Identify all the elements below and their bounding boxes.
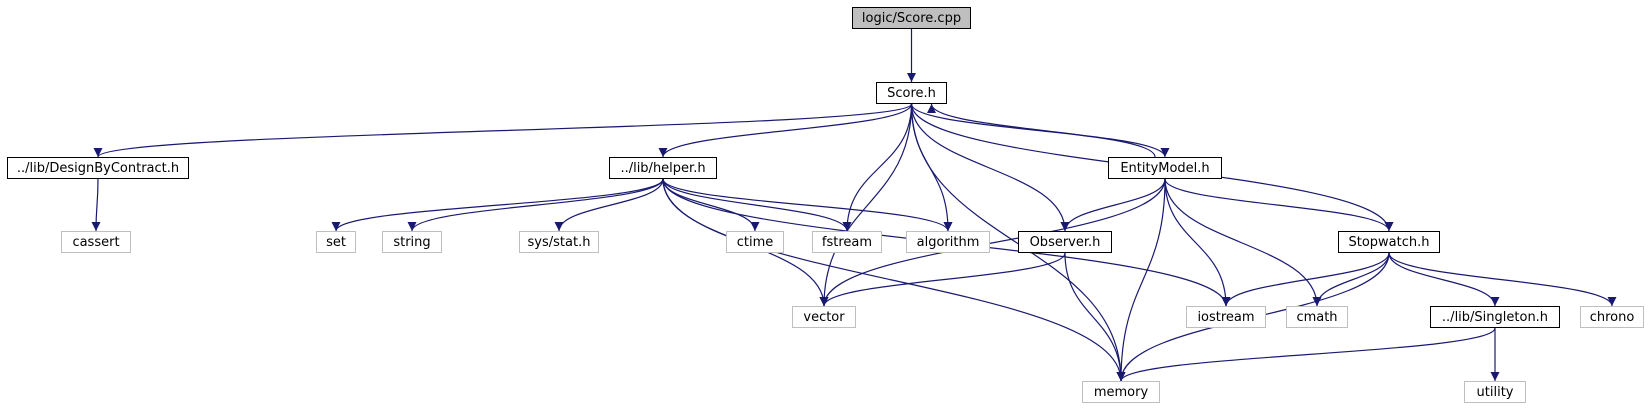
edge-helper-to-ctime bbox=[662, 178, 760, 232]
edge-singleton-to-memory bbox=[1116, 327, 1496, 382]
edge-entity-to-observer bbox=[1060, 178, 1166, 232]
edge-entity-to-memory bbox=[1116, 178, 1166, 382]
edge-score_h-to-helper bbox=[658, 103, 913, 158]
node-chrono: chrono bbox=[1580, 306, 1644, 328]
edge-helper-to-algorithm bbox=[662, 178, 953, 232]
node-helper-h[interactable]: ../lib/helper.h bbox=[609, 157, 717, 179]
edge-entity-to-vector bbox=[819, 178, 1166, 307]
node-utility: utility bbox=[1464, 381, 1526, 403]
node-set: set bbox=[316, 231, 356, 253]
node-cassert: cassert bbox=[61, 231, 131, 253]
edge-stopwatch-to-chrono bbox=[1388, 252, 1617, 307]
node-fstream: fstream bbox=[812, 231, 882, 253]
node-algorithm: algorithm bbox=[906, 231, 990, 253]
edge-score_h-to-memory bbox=[910, 103, 1126, 382]
edge-helper-to-memory bbox=[662, 178, 1126, 382]
node-score-h[interactable]: Score.h bbox=[876, 82, 947, 104]
edge-score_h-to-design bbox=[93, 103, 913, 158]
edge-helper-to-set bbox=[331, 178, 664, 232]
node-stopwatch-h[interactable]: Stopwatch.h bbox=[1338, 231, 1440, 253]
node-entity-model-h[interactable]: EntityModel.h bbox=[1108, 157, 1222, 179]
edge-score_h-to-fstream bbox=[842, 103, 913, 232]
edge-entity-to-stopwatch bbox=[1164, 178, 1394, 232]
node-iostream: iostream bbox=[1186, 306, 1266, 328]
edge-score_h-to-vector bbox=[819, 103, 913, 307]
node-score-cpp: logic/Score.cpp bbox=[852, 7, 971, 29]
edge-stopwatch-to-iostream bbox=[1221, 252, 1390, 307]
node-ctime: ctime bbox=[726, 231, 784, 253]
edge-observer-to-memory bbox=[1064, 252, 1126, 382]
edge-score_h-to-observer bbox=[910, 103, 1070, 232]
edge-stopwatch-to-singleton bbox=[1388, 252, 1500, 307]
edge-stopwatch-to-cmath bbox=[1312, 252, 1390, 307]
edge-helper-to-string bbox=[407, 178, 664, 232]
node-vector: vector bbox=[792, 306, 856, 328]
edge-design-to-cassert bbox=[91, 178, 101, 232]
edge-entity-to-cmath bbox=[1164, 178, 1322, 307]
node-string: string bbox=[382, 231, 442, 253]
node-cmath: cmath bbox=[1286, 306, 1348, 328]
node-memory: memory bbox=[1082, 381, 1160, 403]
edge-helper-to-fstream bbox=[662, 178, 852, 232]
edge-entity-to-iostream bbox=[1164, 178, 1231, 307]
edge-entity-to-score_h bbox=[927, 103, 1156, 158]
node-design-by-contract-h[interactable]: ../lib/DesignByContract.h bbox=[7, 157, 189, 179]
node-sys-stat-h: sys/stat.h bbox=[519, 231, 599, 253]
edge-observer-to-vector bbox=[819, 252, 1066, 307]
node-singleton-h[interactable]: ../lib/Singleton.h bbox=[1430, 306, 1560, 328]
edge-helper-to-sysstat bbox=[554, 178, 664, 232]
node-observer-h[interactable]: Observer.h bbox=[1018, 231, 1112, 253]
